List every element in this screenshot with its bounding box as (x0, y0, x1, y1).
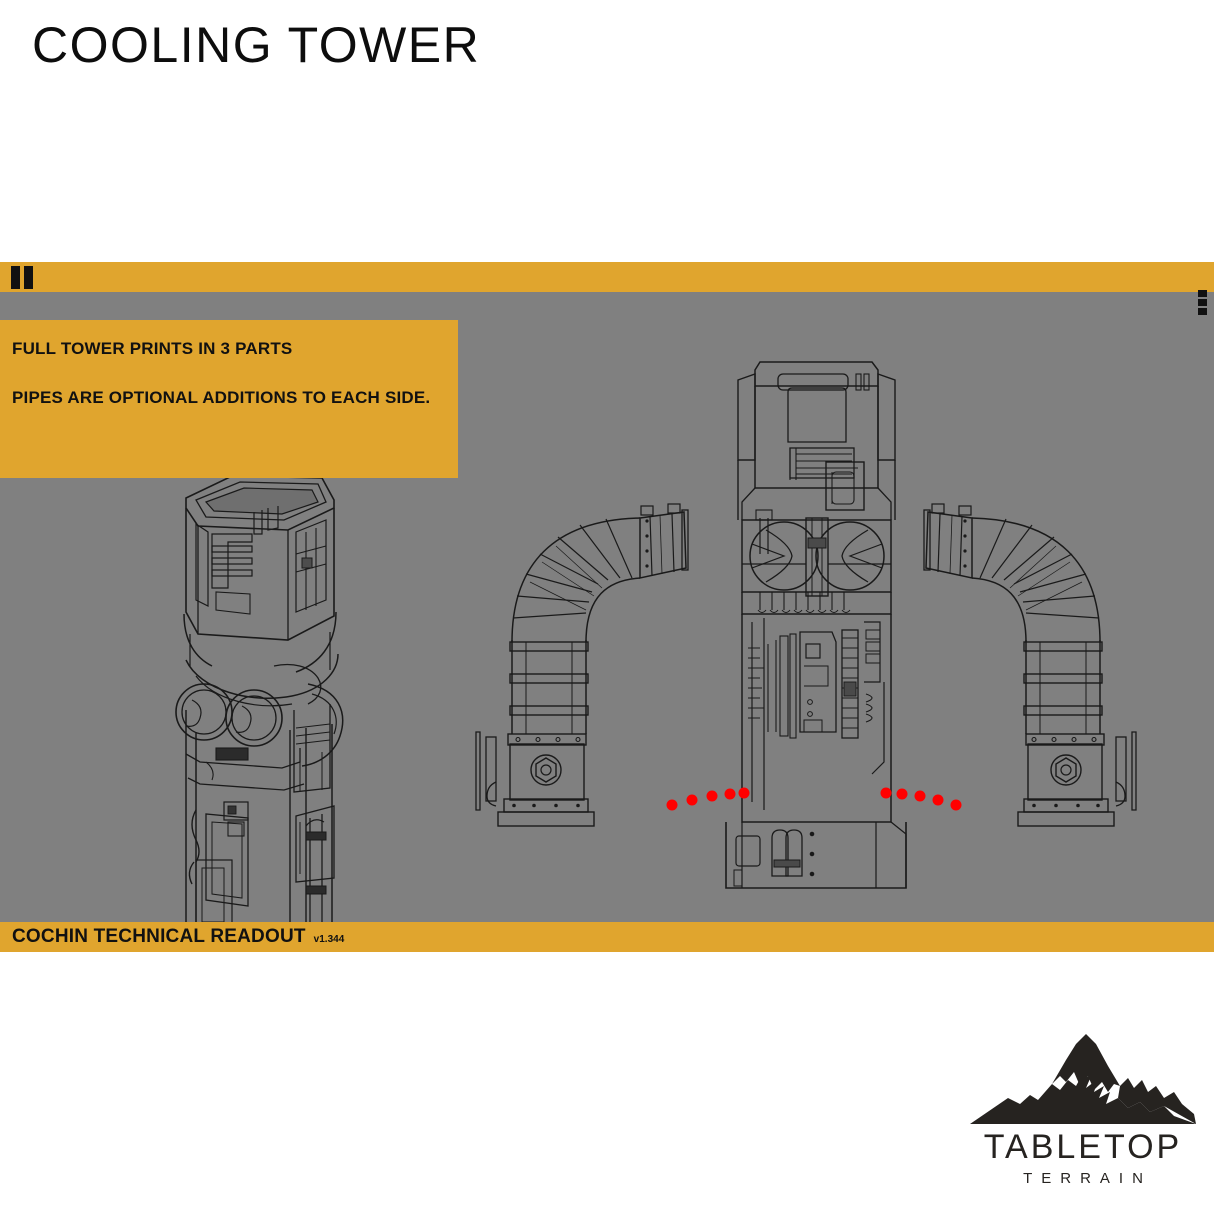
callout-line-pipes: PIPES ARE OPTIONAL ADDITIONS TO EACH SID… (12, 387, 431, 407)
page-title: COOLING TOWER (32, 17, 481, 73)
pause-marker-icon (11, 266, 20, 289)
pause-marker-icon-second-bar (24, 266, 33, 289)
readout-version-label: v1.344 (313, 934, 345, 945)
right-pipe-connector (880, 787, 962, 811)
callout-line-parts: FULL TOWER PRINTS IN 3 PARTS (12, 339, 293, 358)
corner-dot (1198, 290, 1207, 297)
corner-dot (1198, 299, 1207, 306)
corner-dot (1198, 308, 1207, 315)
readout-footer-bar: COCHIN TECHNICAL READOUT v1.344 (0, 922, 1214, 952)
brand-logo: TABLETOP TERRAIN (968, 1032, 1198, 1192)
mountain-logo-icon (970, 1034, 1196, 1124)
readout-footer-title: COCHIN TECHNICAL READOUT (12, 926, 306, 947)
brand-wordmark: TABLETOP (983, 1128, 1183, 1166)
callout-note-box: FULL TOWER PRINTS IN 3 PARTS PIPES ARE O… (0, 320, 458, 478)
assembled-tower-perspective (175, 475, 344, 952)
right-pipe-elevation (923, 503, 1137, 827)
brand-subtext: TERRAIN (1023, 1170, 1152, 1187)
corner-dots-icon (1198, 290, 1210, 320)
left-pipe-connector (666, 787, 750, 811)
readout-header-bar (0, 262, 1214, 292)
left-pipe-elevation (475, 503, 689, 827)
technical-readout-panel: FULL TOWER PRINTS IN 3 PARTS PIPES ARE O… (0, 262, 1214, 952)
center-tower-elevation (725, 361, 907, 889)
